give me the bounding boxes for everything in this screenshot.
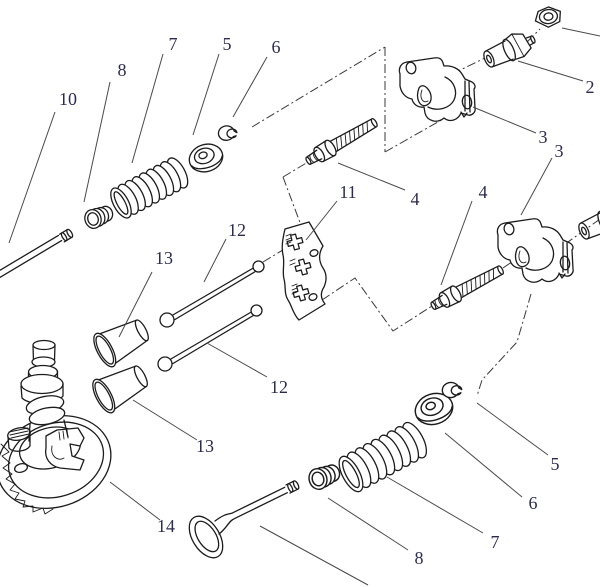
tappet-2-drawing [87, 357, 154, 417]
edge-leader-bottom-cropped [259, 525, 369, 586]
stud-2-drawing [427, 260, 507, 315]
callout-5a: 5 [223, 34, 232, 54]
callout-7b: 7 [491, 532, 500, 552]
stud-1-drawing [302, 113, 381, 170]
callout-10: 10 [59, 89, 77, 109]
valve-keeper-bottom-drawing [440, 380, 464, 400]
compression-release-drawing [7, 427, 85, 471]
camshaft-drawing [20, 339, 69, 442]
stem-seal-top-drawing [81, 202, 117, 232]
leader-line-5a [192, 53, 220, 136]
callout-13b: 13 [196, 436, 214, 456]
callout-7a: 7 [169, 34, 178, 54]
leader-lines [8, 27, 600, 586]
valve-top-drawing [0, 227, 75, 279]
leader-line-6b [444, 432, 523, 498]
leader-line-14 [109, 481, 161, 521]
callout-8a: 8 [118, 60, 127, 80]
rocker-arm-2-drawing [496, 218, 574, 283]
valve-keeper-top-drawing [216, 123, 239, 142]
edge-leader-top-right-cropped [561, 27, 600, 37]
callout-3a: 3 [539, 127, 548, 147]
callout-5b: 5 [551, 454, 560, 474]
leader-line-4b [440, 200, 473, 286]
leader-line-10 [8, 111, 56, 244]
leader-line-8a [83, 81, 111, 203]
stem-seal-bottom-drawing [305, 461, 344, 493]
callout-6a: 6 [272, 37, 281, 57]
leader-line-3a [472, 106, 537, 134]
leader-line-13a [118, 271, 153, 338]
push-rod-1-drawing [159, 260, 265, 328]
callout-4b: 4 [479, 182, 488, 202]
leader-line-2 [517, 60, 584, 82]
spring-retainer-top-drawing [185, 139, 227, 177]
callout-14: 14 [157, 516, 175, 536]
leader-line-3b [520, 157, 553, 216]
push-rod-guide-plate-drawing [281, 221, 327, 321]
leader-line-12a [203, 238, 227, 283]
callout-13a: 13 [155, 248, 173, 268]
leader-line-7a [131, 53, 164, 164]
leader-line-7b [386, 476, 484, 534]
valve-spring-bottom-drawing [338, 421, 428, 493]
leader-line-8b [327, 497, 409, 551]
leader-line-12b [206, 342, 268, 378]
valve-bottom-drawing [188, 479, 301, 559]
callout-11: 11 [339, 182, 356, 202]
leader-line-13b [132, 399, 198, 441]
leader-line-11 [305, 200, 338, 241]
leader-line-6a [232, 56, 268, 118]
push-rod-2-drawing [157, 304, 263, 372]
tappet-1-drawing [88, 311, 155, 371]
valve-spring-top-drawing [110, 157, 189, 219]
pivot-screw-cropped-drawing [574, 197, 600, 245]
leader-line-4a [337, 162, 406, 191]
camshaft-gear-drawing [0, 339, 112, 515]
leader-line-5b [476, 402, 549, 456]
callout-12b: 12 [270, 377, 288, 397]
callout-6b: 6 [529, 493, 538, 513]
hex-nut-drawing [534, 6, 561, 28]
callout-4a: 4 [411, 189, 420, 209]
callout-12a: 12 [228, 220, 246, 240]
callout-2: 2 [586, 77, 595, 97]
rocker-arm-1-drawing [398, 57, 476, 122]
callout-3b: 3 [555, 141, 564, 161]
callout-8b: 8 [415, 548, 424, 568]
